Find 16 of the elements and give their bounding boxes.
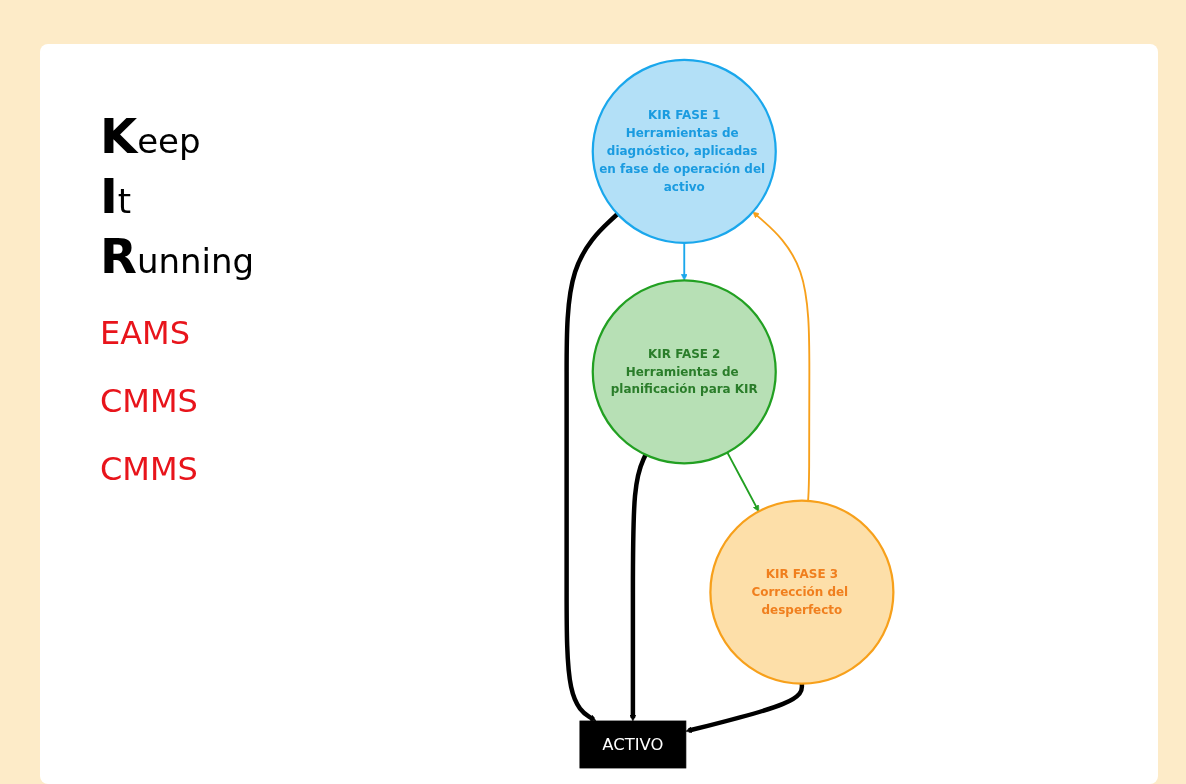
arrow xyxy=(629,453,648,722)
node-circle: KIR FASE 3 Corrección del desperfecto xyxy=(709,499,895,685)
acronym-word: Running xyxy=(100,228,256,284)
node-box: ACTIVO xyxy=(579,720,687,769)
acronym-word: Keep xyxy=(100,108,202,164)
acronym-word: It xyxy=(100,168,133,224)
system-label: CMMS xyxy=(100,382,199,420)
arrow xyxy=(752,211,811,502)
arrow xyxy=(685,683,805,733)
system-label: EAMS xyxy=(100,314,192,352)
node-circle: KIR FASE 1 Herramientas de diagnóstico, aplicadas en fase de operación del activo xyxy=(591,58,777,245)
system-label: CMMS xyxy=(100,450,199,488)
arrow xyxy=(726,451,760,512)
arrow xyxy=(680,242,688,281)
arrow xyxy=(564,212,619,722)
node-circle: KIR FASE 2 Herramientas de planificación para KIR xyxy=(591,279,777,465)
